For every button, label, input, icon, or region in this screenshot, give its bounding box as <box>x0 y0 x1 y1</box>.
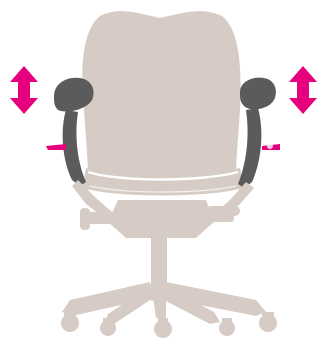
arm-highlight-left <box>46 144 66 150</box>
chair-base <box>62 230 266 324</box>
seat-edge-line <box>87 170 239 181</box>
arm-support-left <box>62 110 86 186</box>
armrest-left <box>46 77 112 218</box>
arm-bracket-right <box>214 182 254 220</box>
caster-wheel <box>259 314 277 332</box>
base-leg-left <box>62 282 152 316</box>
up-down-arrow-icon <box>10 66 38 114</box>
caster-wheel <box>61 314 79 332</box>
arm-bracket-left <box>72 180 112 218</box>
backrest <box>82 11 241 176</box>
tilt-mechanism <box>108 200 214 238</box>
base-hub <box>139 283 179 301</box>
arm-detail-right <box>267 143 273 149</box>
arm-support-right <box>238 108 262 188</box>
seat <box>82 168 244 196</box>
caster-wheel <box>154 320 172 338</box>
up-down-arrow-icon <box>289 66 317 114</box>
arm-pad-left <box>54 77 94 112</box>
base-leg-right <box>164 282 266 316</box>
arm-pad-right <box>240 77 276 110</box>
armrest-right <box>214 77 280 220</box>
gas-lift-column <box>151 230 167 290</box>
casters <box>61 312 277 338</box>
